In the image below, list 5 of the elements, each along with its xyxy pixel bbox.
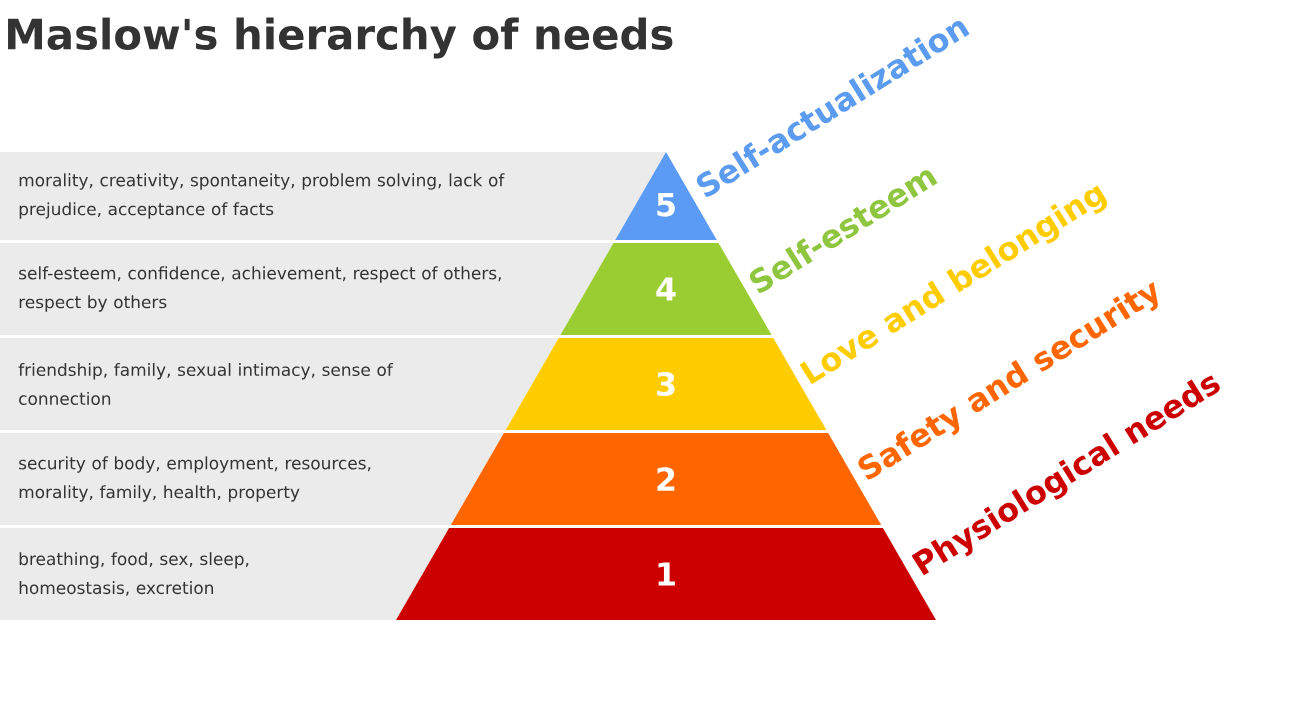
description-band: security of body, employment, resources, morality, family, health, property (0, 433, 504, 525)
description-band: friendship, family, sexual intimacy, sense of connection (0, 338, 559, 430)
title: Maslow's hierarchy of needs (8, 17, 673, 59)
description-band: self-esteem, confidence, achievement, respect of others, respect by others (0, 243, 614, 335)
description-band: breathing, food, sex, sleep, homeostasis, excretion (0, 528, 450, 620)
